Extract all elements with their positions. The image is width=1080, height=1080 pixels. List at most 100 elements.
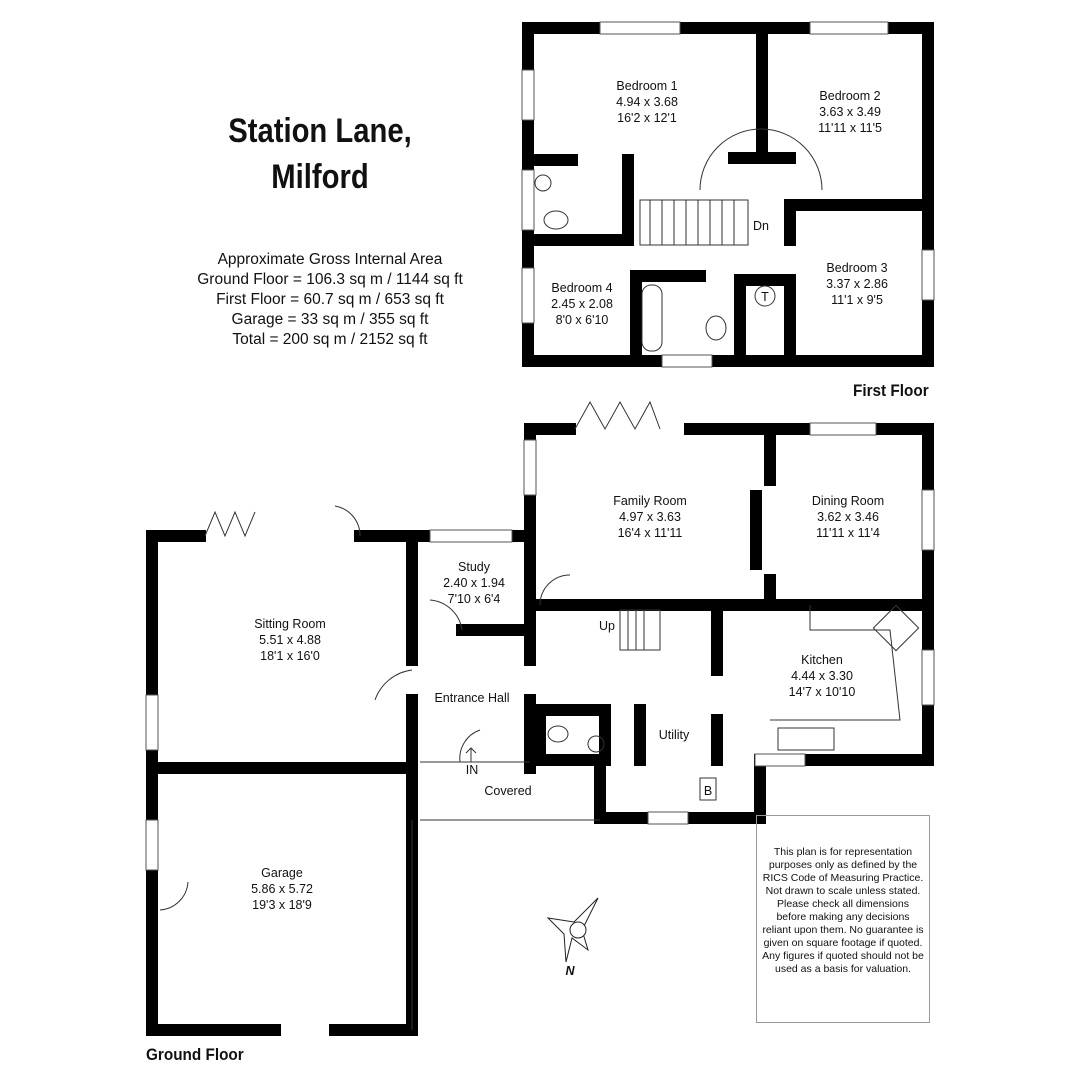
room-garage: Garage 5.86 x 5.72 19'3 x 18'9: [251, 866, 313, 912]
svg-text:Bedroom 1: Bedroom 1: [616, 79, 677, 93]
window: [921, 489, 935, 551]
basin-icon: [587, 735, 605, 753]
ground-floor-plan: B Up Entrance Hall Utility Covered IN Fa…: [145, 400, 935, 1036]
area-summary: Approximate Gross Internal Area Ground F…: [170, 250, 490, 350]
svg-text:7'10 x 6'4: 7'10 x 6'4: [448, 592, 501, 606]
window: [921, 649, 935, 706]
svg-text:2.45 x 2.08: 2.45 x 2.08: [551, 297, 613, 311]
compass-icon: N: [546, 897, 599, 978]
svg-text:4.94 x 3.68: 4.94 x 3.68: [616, 95, 678, 109]
svg-text:3.63 x 3.49: 3.63 x 3.49: [819, 105, 881, 119]
first-floor-plan: T Dn Bedroom 1 4.94 x 3.68 16'2 x 12'1 B…: [521, 21, 935, 368]
worktops-and-lines: [411, 605, 901, 1030]
window: [921, 249, 935, 301]
svg-text:4.44 x 3.30: 4.44 x 3.30: [791, 669, 853, 683]
svg-text:Kitchen: Kitchen: [801, 653, 843, 667]
first-floor-internal-walls: [522, 22, 934, 367]
svg-text:5.86 x 5.72: 5.86 x 5.72: [251, 882, 313, 896]
window: [145, 819, 159, 871]
area-total: Total = 200 sq m / 2152 sq ft: [232, 331, 428, 348]
room-bedroom-3: Bedroom 3 3.37 x 2.86 11'1 x 9'5: [826, 261, 888, 307]
bath-icon: [641, 284, 663, 352]
entrance-in-label: IN: [466, 763, 479, 777]
utility-label: Utility: [659, 728, 690, 742]
stairs-down-label: Dn: [753, 219, 769, 233]
svg-text:16'4 x 11'11: 16'4 x 11'11: [618, 526, 683, 540]
window: [599, 21, 681, 35]
tank-icon: [754, 285, 776, 307]
property-title: Station Lane, Milford: [208, 108, 432, 200]
svg-text:2.40 x 1.94: 2.40 x 1.94: [443, 576, 505, 590]
svg-text:11'11 x 11'4: 11'11 x 11'4: [816, 526, 880, 540]
room-sitting-room: Sitting Room 5.51 x 4.88 18'1 x 16'0: [254, 617, 326, 663]
entrance-hall-label: Entrance Hall: [434, 691, 509, 705]
svg-text:8'0 x 6'10: 8'0 x 6'10: [556, 313, 609, 327]
window: [521, 69, 535, 121]
window: [521, 267, 535, 324]
area-garage: Garage = 33 sq m / 355 sq ft: [231, 311, 429, 328]
ground-floor-label: Ground Floor: [146, 1045, 244, 1064]
svg-text:11'1 x 9'5: 11'1 x 9'5: [831, 293, 883, 307]
boiler-icon: [699, 777, 717, 801]
svg-text:Bedroom 4: Bedroom 4: [551, 281, 612, 295]
svg-text:5.51 x 4.88: 5.51 x 4.88: [259, 633, 321, 647]
first-floor-outer-wall: [522, 22, 934, 367]
svg-text:Bedroom 3: Bedroom 3: [826, 261, 887, 275]
staircase: [639, 199, 749, 246]
svg-text:Family Room: Family Room: [613, 494, 687, 508]
area-first: First Floor = 60.7 sq m / 653 sq ft: [216, 291, 444, 308]
title-line-1: Station Lane,: [228, 112, 412, 150]
svg-text:4.97 x 3.63: 4.97 x 3.63: [619, 510, 681, 524]
room-family-room: Family Room 4.97 x 3.63 16'4 x 11'11: [613, 494, 687, 540]
area-heading: Approximate Gross Internal Area: [217, 251, 443, 268]
title-line-2: Milford: [271, 158, 369, 196]
room-bedroom-4: Bedroom 4 2.45 x 2.08 8'0 x 6'10: [551, 281, 613, 327]
room-kitchen: Kitchen 4.44 x 3.30 14'7 x 10'10: [789, 653, 856, 699]
svg-text:11'11 x 11'5: 11'11 x 11'5: [818, 121, 882, 135]
staircase: [619, 609, 661, 651]
window: [809, 21, 889, 35]
window: [145, 694, 159, 751]
room-bedroom-1: Bedroom 1 4.94 x 3.68 16'2 x 12'1: [616, 79, 678, 125]
window: [429, 529, 513, 543]
north-label: N: [565, 964, 575, 978]
covered-label: Covered: [484, 784, 531, 798]
bifold-doors: [204, 400, 661, 538]
room-bedroom-2: Bedroom 2 3.63 x 3.49 11'11 x 11'5: [818, 89, 882, 135]
room-dining-room: Dining Room 3.62 x 3.46 11'11 x 11'4: [812, 494, 884, 540]
entrance-arrow-icon: [465, 747, 477, 762]
window: [661, 354, 713, 368]
door-swings: [159, 505, 571, 911]
svg-text:Garage: Garage: [261, 866, 303, 880]
window: [523, 439, 537, 496]
svg-text:3.62 x 3.46: 3.62 x 3.46: [817, 510, 879, 524]
area-ground: Ground Floor = 106.3 sq m / 1144 sq ft: [197, 271, 463, 288]
svg-text:19'3 x 18'9: 19'3 x 18'9: [252, 898, 312, 912]
svg-text:Study: Study: [458, 560, 491, 574]
window: [521, 169, 535, 231]
chimney-breast: [750, 490, 762, 570]
room-study: Study 2.40 x 1.94 7'10 x 6'4: [443, 560, 505, 606]
hob-icon: [872, 604, 920, 652]
svg-text:14'7 x 10'10: 14'7 x 10'10: [789, 685, 856, 699]
sink-icon: [777, 727, 835, 751]
svg-text:3.37 x 2.86: 3.37 x 2.86: [826, 277, 888, 291]
toilet-icon: [547, 725, 569, 743]
svg-text:18'1 x 16'0: 18'1 x 16'0: [260, 649, 320, 663]
stairs-up-label: Up: [599, 619, 615, 633]
toilet-icon: [543, 210, 569, 230]
basin-icon: [534, 174, 552, 192]
first-floor-label: First Floor: [853, 381, 929, 400]
door-swing: [699, 128, 823, 191]
window: [754, 753, 806, 767]
disclaimer-box: This plan is for representation purposes…: [756, 815, 930, 1023]
boiler-label: B: [704, 784, 712, 798]
window: [647, 811, 689, 825]
window: [809, 422, 877, 436]
svg-text:Bedroom 2: Bedroom 2: [819, 89, 880, 103]
toilet-icon: [705, 315, 727, 341]
svg-text:16'2 x 12'1: 16'2 x 12'1: [617, 111, 677, 125]
svg-text:Sitting Room: Sitting Room: [254, 617, 326, 631]
tank-label: T: [761, 290, 769, 304]
